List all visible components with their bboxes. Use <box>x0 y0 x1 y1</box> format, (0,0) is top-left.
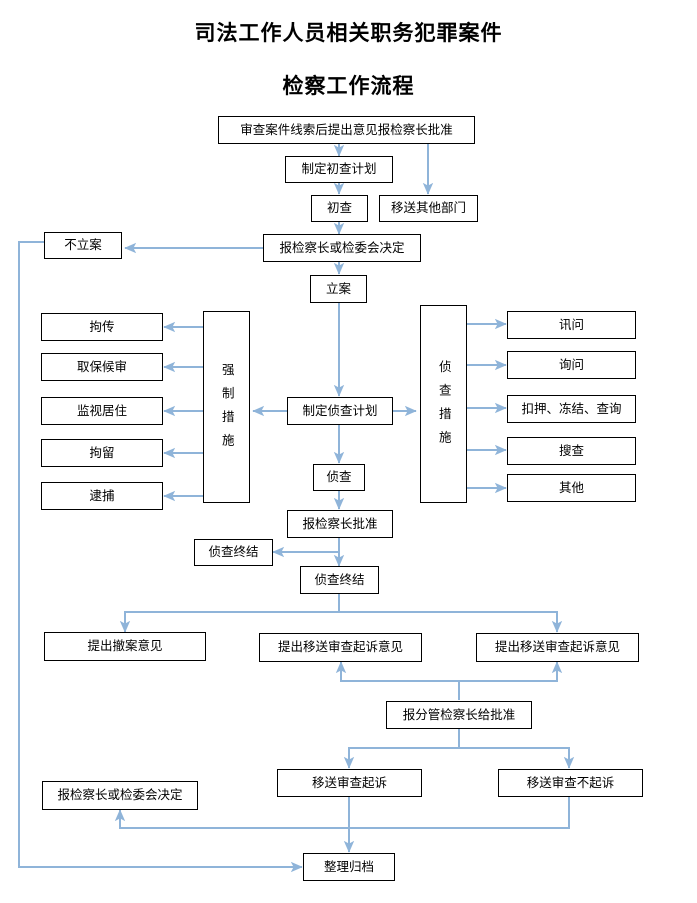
node-bail-pending-trial[interactable]: 取保候审 <box>41 353 163 381</box>
node-coercive-measures[interactable]: 强制措施 <box>203 311 250 503</box>
page-title: 司法工作人员相关职务犯罪案件 <box>194 22 503 45</box>
node-propose-transfer-prosecution-right[interactable]: 提出移送审查起诉意见 <box>476 633 639 662</box>
node-investigation-conclusion-center[interactable]: 侦查终结 <box>300 566 379 594</box>
node-investigation-conclusion-left[interactable]: 侦查终结 <box>194 539 273 566</box>
node-archive[interactable]: 整理归档 <box>303 853 395 881</box>
node-no-case-filing[interactable]: 不立案 <box>44 232 122 259</box>
node-report-chief-or-committee-bottom[interactable]: 报检察长或检委会决定 <box>42 781 198 810</box>
node-propose-transfer-prosecution-center[interactable]: 提出移送审查起诉意见 <box>259 633 422 662</box>
node-transfer-for-non-prosecution[interactable]: 移送审查不起诉 <box>498 769 643 797</box>
node-report-chief-approval[interactable]: 报检察长批准 <box>287 510 393 538</box>
node-arrest[interactable]: 逮捕 <box>41 482 163 510</box>
node-residential-surveillance[interactable]: 监视居住 <box>41 397 163 425</box>
node-investigation-measures[interactable]: 侦查措施 <box>420 305 467 503</box>
node-summons[interactable]: 拘传 <box>41 313 163 341</box>
node-search[interactable]: 搜查 <box>507 437 636 465</box>
node-transfer-for-prosecution[interactable]: 移送审查起诉 <box>277 769 422 797</box>
node-report-deputy-chief-approval[interactable]: 报分管检察长给批准 <box>386 701 532 729</box>
node-detention[interactable]: 拘留 <box>41 439 163 467</box>
wire-deputy-to-non-prosecution <box>459 747 575 769</box>
node-transfer-other-dept[interactable]: 移送其他部门 <box>379 195 478 222</box>
node-preliminary-investigation[interactable]: 初查 <box>311 195 368 222</box>
node-questioning[interactable]: 询问 <box>507 351 636 379</box>
node-seizure-freeze-inquiry[interactable]: 扣押、冻结、查询 <box>507 395 636 423</box>
node-investigation[interactable]: 侦查 <box>313 464 365 491</box>
wire-deputy-to-propose-right <box>459 661 563 682</box>
node-other[interactable]: 其他 <box>507 474 636 502</box>
node-case-filing[interactable]: 立案 <box>310 275 367 303</box>
node-make-preliminary-plan[interactable]: 制定初查计划 <box>285 156 393 183</box>
wire-conclusion-to-transfer-right <box>339 611 563 633</box>
wire-conclusion-to-withdraw <box>119 594 340 633</box>
wire-approval-to-conclusion-left <box>272 538 340 558</box>
wire-deputy-to-propose-center <box>335 661 460 700</box>
node-review-clue[interactable]: 审查案件线索后提出意见报检察长批准 <box>218 116 475 144</box>
page-subtitle: 检察工作流程 <box>282 75 415 98</box>
wire-deputy-to-prosecution <box>343 729 460 769</box>
node-report-chief-or-committee-top[interactable]: 报检察长或检委会决定 <box>263 234 421 262</box>
node-make-investigation-plan[interactable]: 制定侦查计划 <box>287 397 393 425</box>
node-interrogation[interactable]: 讯问 <box>507 311 636 339</box>
node-propose-withdraw-case[interactable]: 提出撤案意见 <box>44 632 206 661</box>
